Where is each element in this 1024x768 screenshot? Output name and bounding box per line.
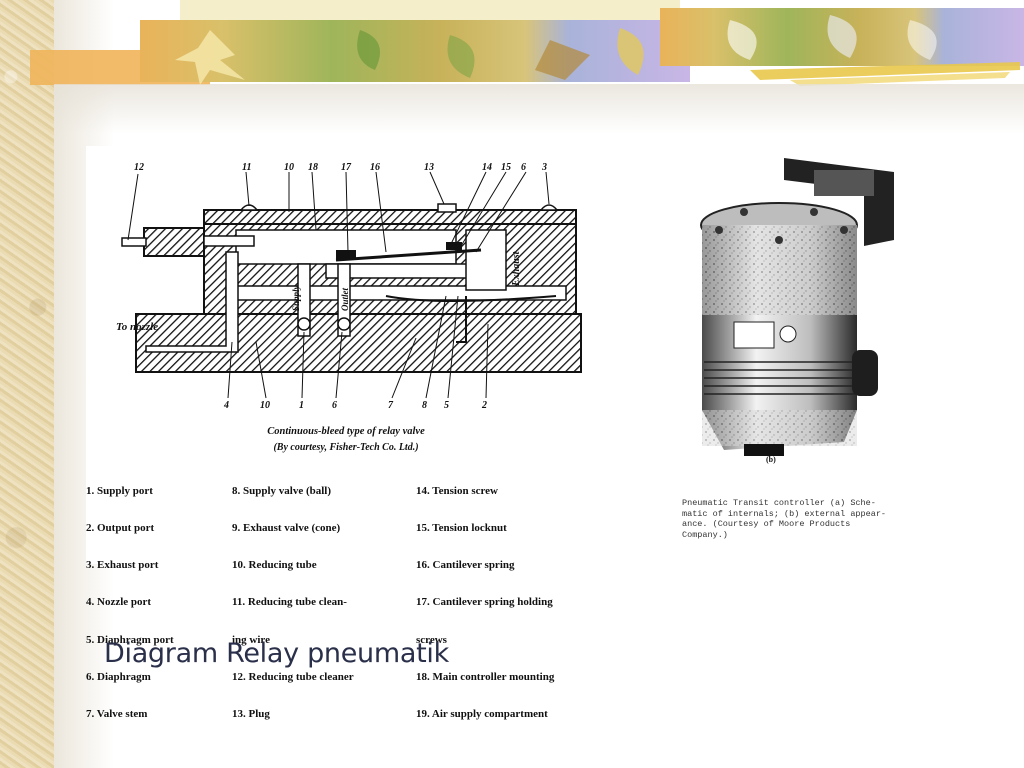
callout-label: 16 <box>370 162 380 173</box>
legend-item: 8. Supply valve (ball) <box>232 484 332 497</box>
decorative-header-band <box>30 0 1024 86</box>
header-fade <box>54 84 1024 134</box>
callout-label: 13 <box>424 162 434 173</box>
photo-caption-line: ance. (Courtesy of Moore Products <box>682 519 851 529</box>
exhaust-label: Exhaust <box>511 250 522 287</box>
legend-item: 11. Reducing tube clean- <box>232 596 347 609</box>
callout-label: 11 <box>242 162 251 173</box>
to-nozzle-label: To nozzle <box>116 321 158 333</box>
legend-item: 1. Supply port <box>86 484 153 497</box>
legend-item: 5. Diaphragm port <box>86 633 174 646</box>
controller-photo: (b) <box>700 158 894 464</box>
photo-caption: Pneumatic Transit controller (a) Sche- m… <box>682 498 896 540</box>
legend-item: 18. Main controller mounting <box>416 670 555 683</box>
callout-label: 4 <box>223 400 229 411</box>
legend-item: ing wire <box>232 633 270 646</box>
legend-item: 19. Air supply compartment <box>416 708 548 721</box>
legend-column-1: 1. Supply port 2. Output port 3. Exhaust… <box>86 460 174 745</box>
legend-item: 10. Reducing tube <box>232 559 317 572</box>
relay-valve-cross-section: 12 11 10 18 17 16 13 14 15 6 3 4 10 1 6 … <box>116 162 582 411</box>
controller-photo-panel: (b) <box>664 150 914 550</box>
callout-label: 5 <box>444 400 449 411</box>
legend-item: 3. Exhaust port <box>86 559 159 572</box>
photo-tag: (b) <box>766 455 776 464</box>
legend-item: 15. Tension locknut <box>416 522 507 535</box>
relay-valve-diagram: 12 11 10 18 17 16 13 14 15 6 3 4 10 1 6 … <box>86 146 606 720</box>
figure-caption: Continuous-bleed type of relay valve <box>267 426 425 437</box>
figure-credit: (By courtesy, Fisher-Tech Co. Ltd.) <box>273 442 419 453</box>
callout-label: 14 <box>482 162 492 173</box>
callout-label: 8 <box>422 400 427 411</box>
callout-label: 10 <box>260 400 270 411</box>
photo-caption-line: Company.) <box>682 529 728 540</box>
legend-column-3: 14. Tension screw 15. Tension locknut 16… <box>416 460 554 745</box>
slide-caption: Diagram Relay pneumatik <box>104 638 449 669</box>
callout-label: 18 <box>308 162 318 173</box>
legend-item: 2. Output port <box>86 522 155 535</box>
legend-item: 9. Exhaust valve (cone) <box>232 522 341 535</box>
legend-item: 17. Cantilever spring holding <box>416 596 553 609</box>
legend-item: 4. Nozzle port <box>86 596 152 609</box>
callout-label: 10 <box>284 162 294 173</box>
legend-item: 14. Tension screw <box>416 484 499 497</box>
parchment-strip <box>0 0 54 768</box>
callout-label: 7 <box>388 400 394 411</box>
supply-label: Supply <box>291 284 301 311</box>
legend-item: 13. Plug <box>232 708 270 721</box>
outlet-label: Outlet <box>340 287 350 311</box>
callout-label: 12 <box>134 162 144 173</box>
legend-item: 16. Cantilever spring <box>416 559 515 572</box>
callout-label: 1 <box>299 400 304 411</box>
callout-label: 17 <box>341 162 352 173</box>
legend-item: 12. Reducing tube cleaner <box>232 670 354 683</box>
top-callouts: 12 11 10 18 17 16 13 14 15 6 3 <box>134 162 547 173</box>
callout-label: 15 <box>501 162 511 173</box>
callout-label: 6 <box>332 400 337 411</box>
legend-item: 6. Diaphragm <box>86 670 151 683</box>
legend-column-2: 8. Supply valve (ball) 9. Exhaust valve … <box>232 460 354 745</box>
callout-label: 6 <box>521 162 526 173</box>
photo-caption-line: Pneumatic Transit controller (a) Sche- <box>682 498 876 508</box>
legend-item: screws <box>416 633 447 646</box>
legend-item: 7. Valve stem <box>86 708 148 721</box>
callout-label: 2 <box>481 400 487 411</box>
photo-caption-line: matic of internals; (b) external appear- <box>682 508 887 519</box>
callout-label: 3 <box>541 162 547 173</box>
bottom-callouts: 4 10 1 6 7 8 5 2 <box>223 400 487 411</box>
